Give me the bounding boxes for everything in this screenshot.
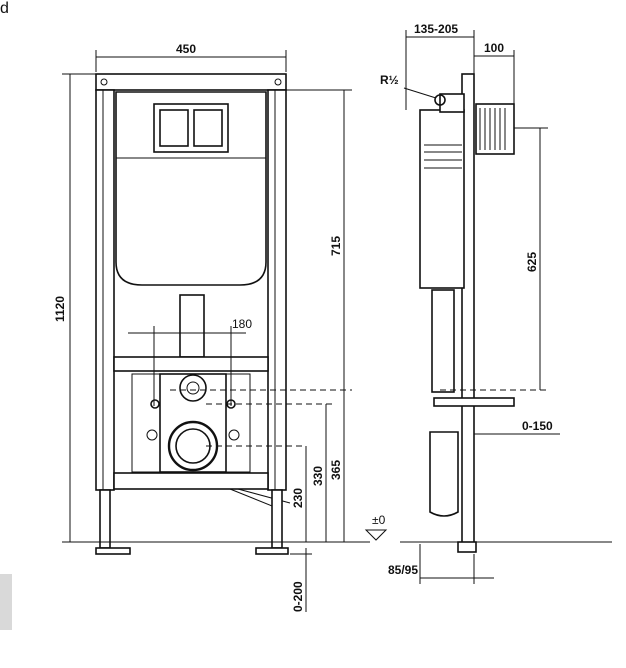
side-valve bbox=[439, 93, 465, 113]
flush-button-right bbox=[193, 109, 223, 147]
dim-715: 715 bbox=[329, 236, 343, 256]
floor-marker bbox=[364, 529, 388, 541]
dim-thread: R½ bbox=[380, 73, 399, 87]
connector-ribs bbox=[479, 108, 506, 150]
top-rail bbox=[95, 73, 287, 91]
inlet-core bbox=[186, 381, 200, 395]
dim-floor-zero: ±0 bbox=[372, 513, 386, 527]
side-foot bbox=[457, 541, 477, 553]
dim-1120: 1120 bbox=[53, 296, 67, 322]
dim-230: 230 bbox=[291, 488, 305, 508]
side-down-pipe bbox=[431, 289, 455, 393]
left-foot bbox=[99, 489, 111, 549]
side-bracket bbox=[433, 397, 515, 407]
bottom-crossbar bbox=[113, 472, 269, 490]
dim-0-200: 0-200 bbox=[291, 581, 305, 612]
rail-hole bbox=[100, 78, 108, 86]
bolt-hole bbox=[228, 429, 240, 441]
flush-plate bbox=[153, 103, 229, 153]
margin-strip bbox=[0, 574, 12, 630]
figure-letter: d bbox=[0, 0, 9, 17]
bolt-hole bbox=[150, 399, 160, 409]
dim-85-95: 85/95 bbox=[388, 563, 418, 577]
flush-button-left bbox=[159, 109, 189, 147]
dim-365: 365 bbox=[329, 460, 343, 480]
side-dimensions: 135-205 100 R½ 625 0-150 85/95 bbox=[380, 22, 612, 584]
dim-0-150: 0-150 bbox=[522, 419, 553, 433]
mid-crossbar bbox=[113, 356, 269, 372]
dim-135-205: 135-205 bbox=[414, 22, 458, 36]
cistern-ribs bbox=[424, 144, 462, 169]
right-post bbox=[267, 89, 287, 491]
rail-hole bbox=[274, 78, 282, 86]
left-foot-plate bbox=[95, 547, 131, 555]
side-cistern bbox=[419, 109, 465, 289]
right-foot-plate bbox=[255, 547, 289, 555]
dim-625: 625 bbox=[525, 252, 539, 272]
side-outlet-bend bbox=[429, 431, 459, 517]
bolt-hole bbox=[146, 429, 158, 441]
dim-100: 100 bbox=[484, 41, 504, 55]
dim-450: 450 bbox=[176, 42, 196, 56]
right-foot bbox=[271, 489, 283, 549]
inlet-ring bbox=[179, 374, 207, 402]
leader-thread bbox=[403, 87, 437, 99]
down-pipe bbox=[179, 294, 205, 358]
front-dimensions: 450 1120 715 180 365 330 230 0-200 ±0 bbox=[53, 42, 388, 612]
dim-330: 330 bbox=[311, 466, 325, 486]
thread-fitting bbox=[434, 94, 446, 106]
cistern bbox=[115, 91, 267, 286]
left-post bbox=[95, 89, 115, 491]
side-view bbox=[419, 73, 515, 553]
dim-180: 180 bbox=[232, 317, 252, 331]
